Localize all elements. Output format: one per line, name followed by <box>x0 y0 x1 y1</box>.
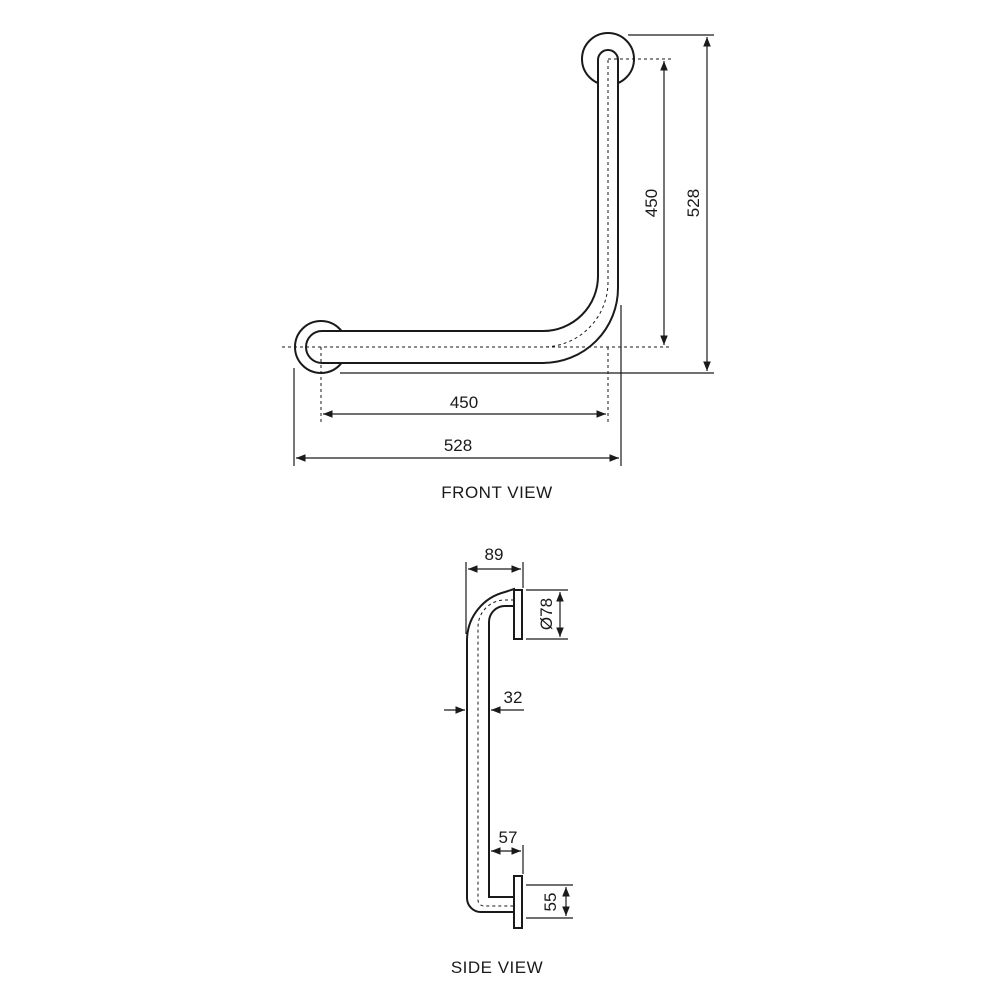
side-dim-flange-diameter-label: Ø78 <box>537 598 556 630</box>
front-view: 450 528 450 528 FRONT VIEW <box>282 32 714 502</box>
front-view-title: FRONT VIEW <box>441 483 552 502</box>
front-dim-vertical-outer-label: 528 <box>684 189 703 217</box>
side-top-flange <box>513 589 523 640</box>
front-tube-centerline <box>322 60 609 348</box>
front-dim-vertical-inner-label: 450 <box>642 189 661 217</box>
side-dim-tube-diameter-label: 32 <box>504 688 523 707</box>
side-grab-bar-tube <box>466 587 515 913</box>
side-dim-projection-label: 89 <box>485 545 504 564</box>
side-tube-centerline <box>477 599 514 907</box>
front-dim-horizontal-outer-label: 528 <box>444 436 472 455</box>
side-dim-wall-clearance-label: 57 <box>499 828 518 847</box>
front-dim-horizontal-inner-label: 450 <box>450 393 478 412</box>
front-grab-bar-tube <box>305 49 619 364</box>
side-view-title: SIDE VIEW <box>451 958 543 977</box>
side-dim-flange-depth-label: 55 <box>541 893 560 912</box>
side-view: 89 Ø78 32 57 55 SIDE VIEW <box>444 545 573 977</box>
side-bottom-flange <box>513 875 523 929</box>
